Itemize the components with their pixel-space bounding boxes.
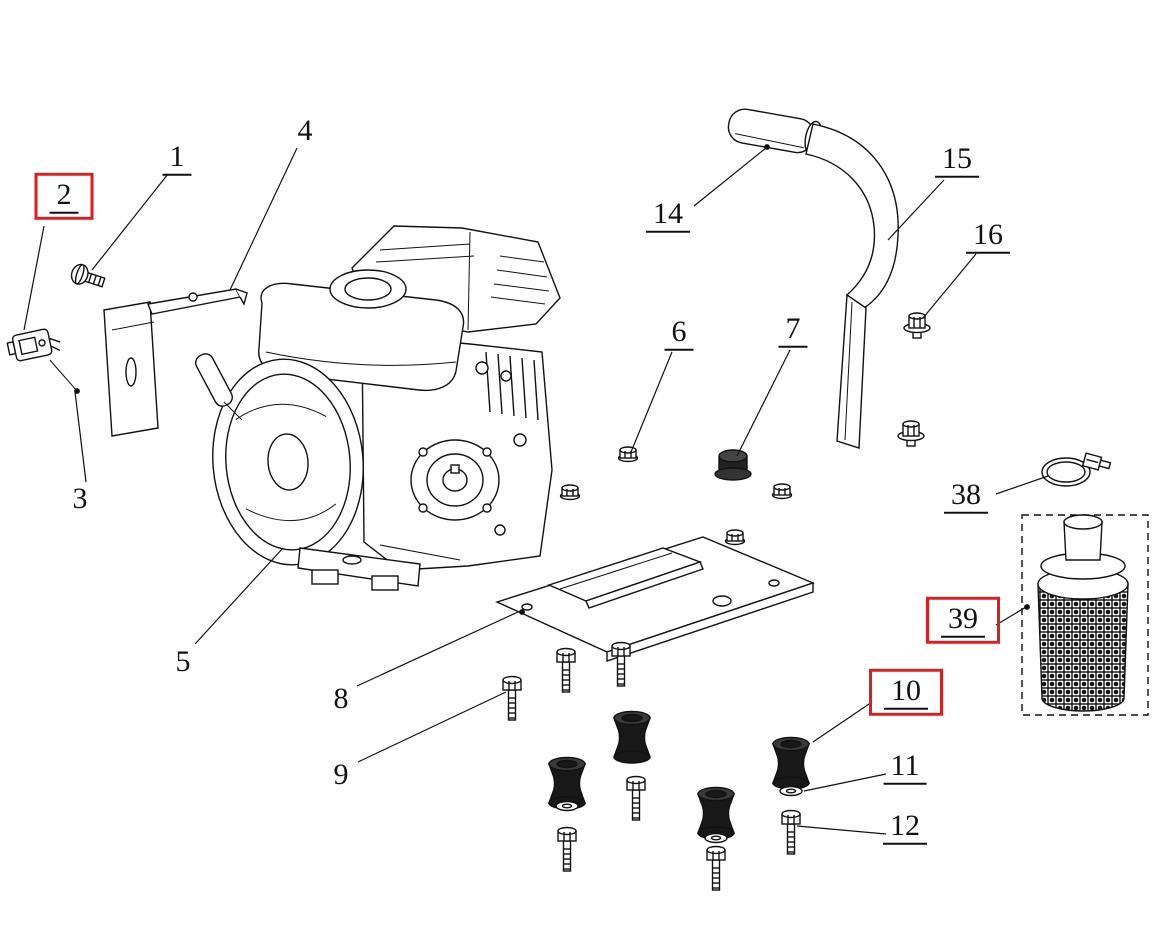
dampers-part-10 bbox=[548, 710, 810, 840]
callout-11-label: 11 bbox=[883, 750, 927, 785]
handle-assembly bbox=[727, 108, 899, 449]
callout-4[interactable]: 4 bbox=[291, 115, 320, 148]
callout-9-label: 9 bbox=[333, 757, 349, 791]
callout-3[interactable]: 3 bbox=[66, 483, 95, 516]
callout-12[interactable]: 12 bbox=[883, 810, 927, 845]
switch-part-2 bbox=[6, 328, 61, 362]
callout-8[interactable]: 8 bbox=[327, 683, 356, 716]
washers-part-11 bbox=[555, 785, 803, 844]
callout-7[interactable]: 7 bbox=[778, 313, 808, 348]
callout-2[interactable]: 2 bbox=[34, 172, 94, 220]
callout-5-label: 5 bbox=[175, 644, 191, 678]
callout-4-label: 4 bbox=[297, 113, 313, 147]
callout-5[interactable]: 5 bbox=[169, 646, 198, 679]
bolts-part-12 bbox=[557, 775, 801, 891]
callout-3-label: 3 bbox=[72, 481, 88, 515]
mount-part-7 bbox=[714, 449, 752, 481]
callout-11[interactable]: 11 bbox=[883, 750, 927, 785]
callout-9[interactable]: 9 bbox=[327, 759, 356, 792]
callout-39[interactable]: 39 bbox=[926, 596, 1000, 644]
callout-10[interactable]: 10 bbox=[869, 668, 943, 716]
callout-2-label: 2 bbox=[49, 179, 79, 214]
callout-8-label: 8 bbox=[333, 681, 349, 715]
callout-39-label: 39 bbox=[941, 603, 985, 638]
wire-part-3 bbox=[49, 359, 80, 394]
engine-assembly bbox=[195, 225, 561, 591]
callout-16-label: 16 bbox=[966, 219, 1010, 254]
nuts-part-6 bbox=[559, 446, 793, 546]
hose-clamp-part-38 bbox=[1041, 452, 1112, 487]
callout-6[interactable]: 6 bbox=[664, 316, 694, 351]
strainer-part-39 bbox=[1021, 514, 1149, 716]
leader-lines bbox=[23, 144, 1049, 835]
callout-6-label: 6 bbox=[664, 316, 694, 351]
flange-bolts-part-16 bbox=[897, 312, 931, 447]
callout-14[interactable]: 14 bbox=[646, 198, 690, 233]
callout-12-label: 12 bbox=[883, 810, 927, 845]
callout-38[interactable]: 38 bbox=[944, 479, 988, 514]
callout-38-label: 38 bbox=[944, 479, 988, 514]
callout-1[interactable]: 1 bbox=[162, 141, 192, 176]
callout-14-label: 14 bbox=[646, 198, 690, 233]
callout-15[interactable]: 15 bbox=[935, 143, 979, 178]
callout-16[interactable]: 16 bbox=[966, 219, 1010, 254]
callout-10-label: 10 bbox=[884, 675, 928, 710]
callout-1-label: 1 bbox=[162, 141, 192, 176]
callout-15-label: 15 bbox=[935, 143, 979, 178]
screw-part-1 bbox=[70, 263, 106, 288]
base-plate-part-8 bbox=[495, 536, 815, 662]
bracket-part-4 bbox=[103, 288, 248, 437]
callout-7-label: 7 bbox=[778, 313, 808, 348]
